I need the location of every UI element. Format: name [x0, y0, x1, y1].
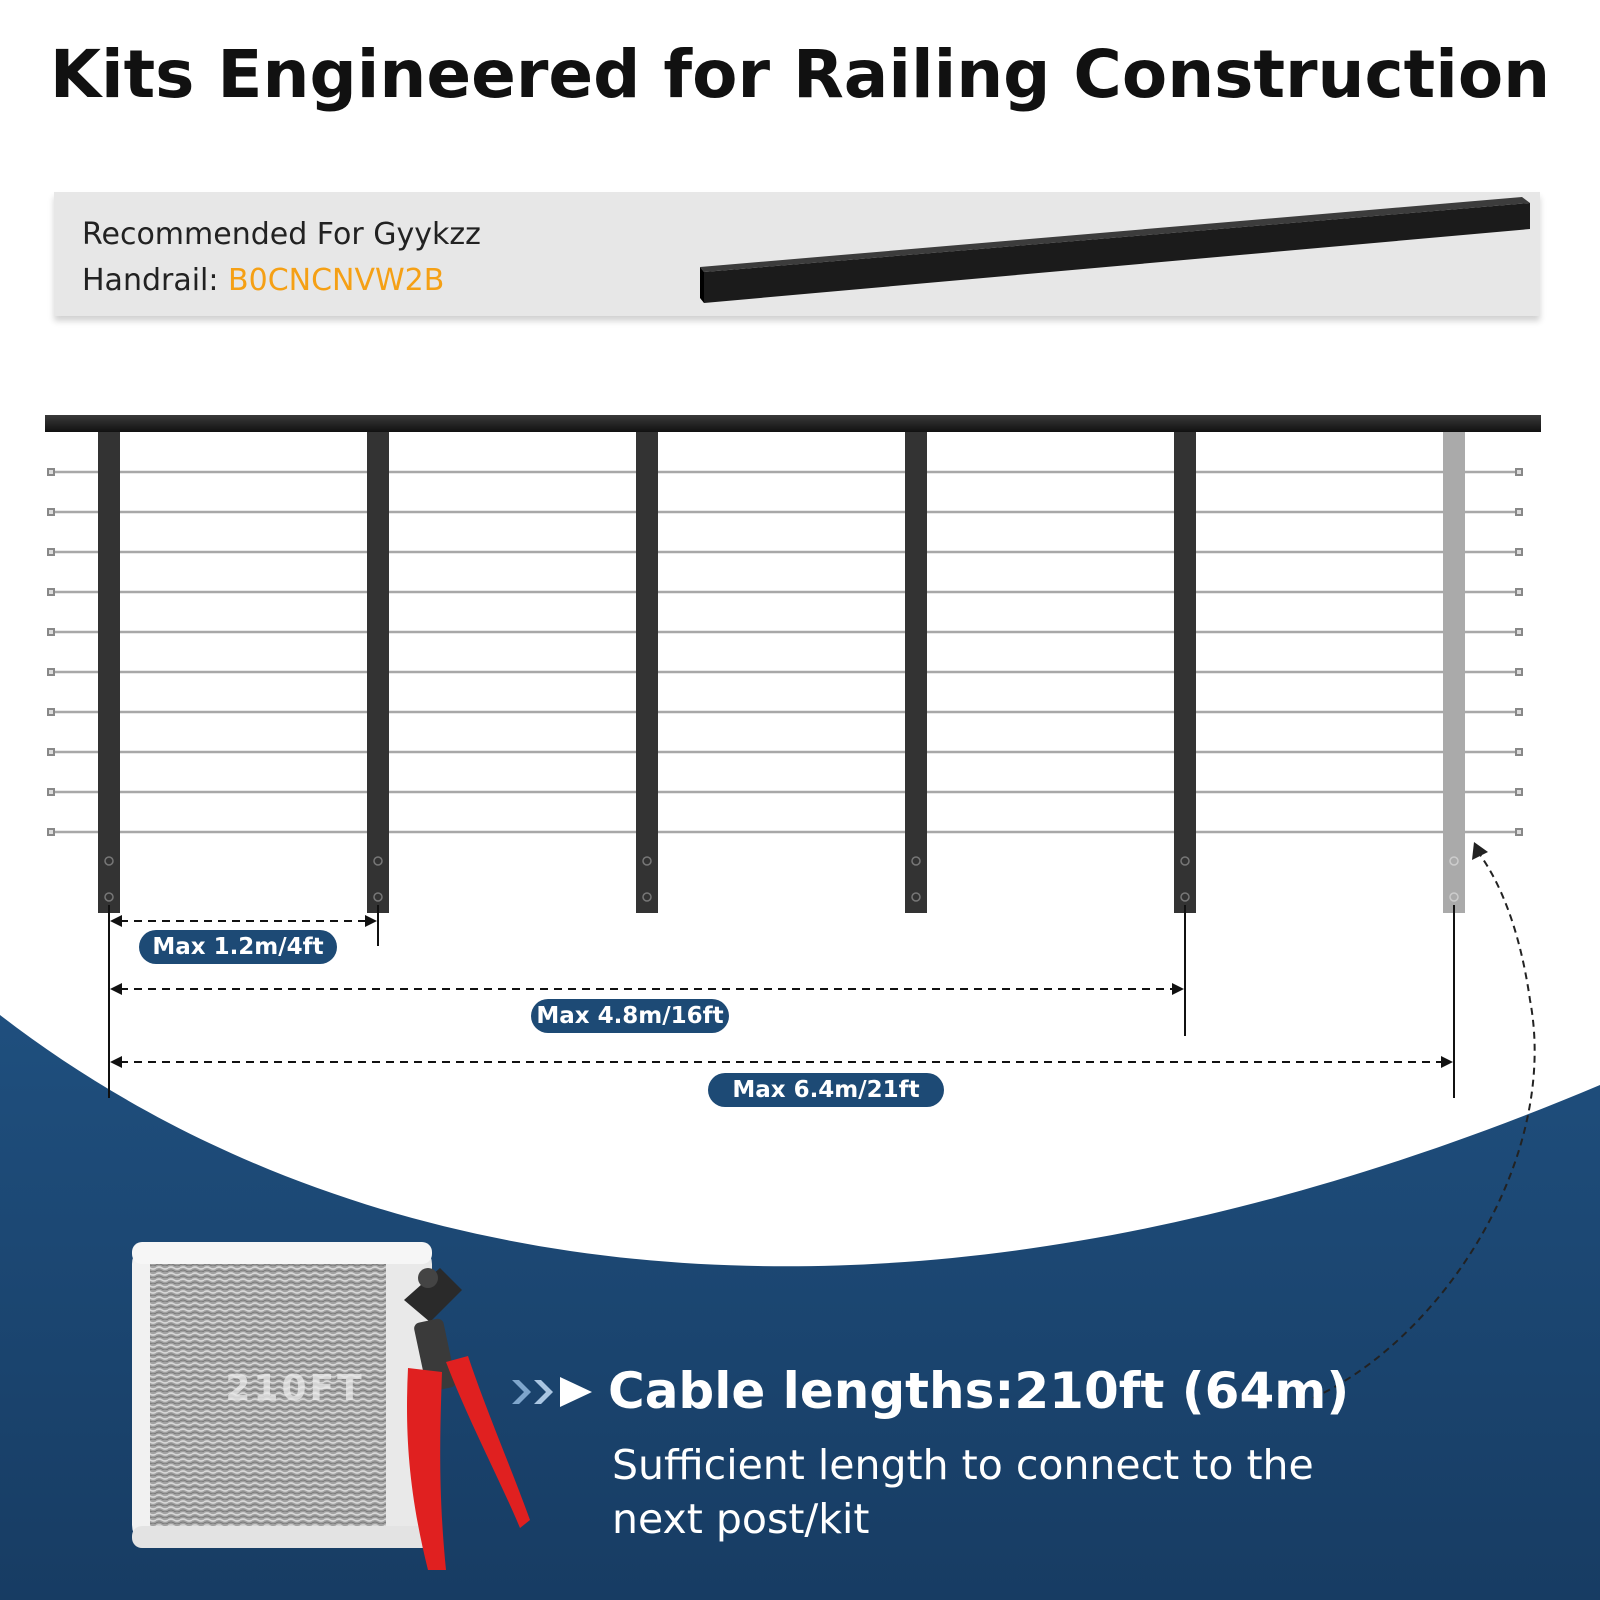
curved-arrow-head: [1472, 842, 1488, 860]
handrail-code: B0CNCNVW2B: [228, 263, 445, 298]
curved-dashed-arrow: [1312, 847, 1536, 1399]
cable-length-heading: Cable lengths:210ft (64m): [608, 1362, 1350, 1420]
dimension-label-1-2m: Max 1.2m/4ft: [139, 930, 337, 964]
dimension-arrowheads: [110, 915, 1453, 1068]
posts: [98, 432, 1465, 913]
arrow-chevrons-icon: [512, 1377, 592, 1407]
cable-length-description: Sufficient length to connect to the next…: [612, 1441, 1314, 1543]
handrail-line: Handrail: B0CNCNVW2B: [82, 258, 481, 304]
cable-end-fittings: [47, 468, 1523, 836]
dimension-label-6-4m: Max 6.4m/21ft: [708, 1073, 944, 1107]
recommendation-text: Recommended For Gyykzz Handrail: B0CNCNV…: [82, 212, 481, 304]
cable-spool-icon: [132, 1242, 432, 1548]
post: [905, 432, 927, 913]
post: [98, 432, 120, 913]
page-title: Kits Engineered for Railing Construction: [49, 36, 1551, 113]
handrail-bar-icon: [700, 197, 1530, 303]
post: [636, 432, 658, 913]
dimension-label-4-8m: Max 4.8m/16ft: [531, 999, 729, 1033]
top-handrail: [45, 415, 1541, 432]
dimension-lines: [108, 905, 1455, 1098]
recommendation-band: [54, 192, 1540, 316]
ghost-post: [1443, 432, 1465, 913]
spool-label: 210FT: [225, 1368, 365, 1409]
cable-cutter-icon: [404, 1268, 530, 1570]
handrail-prefix: Handrail:: [82, 263, 229, 298]
cables: [50, 470, 1520, 834]
recommendation-line: Recommended For Gyykzz: [82, 217, 481, 252]
post: [1174, 432, 1196, 913]
post-bolts: [104, 856, 1459, 902]
post: [367, 432, 389, 913]
